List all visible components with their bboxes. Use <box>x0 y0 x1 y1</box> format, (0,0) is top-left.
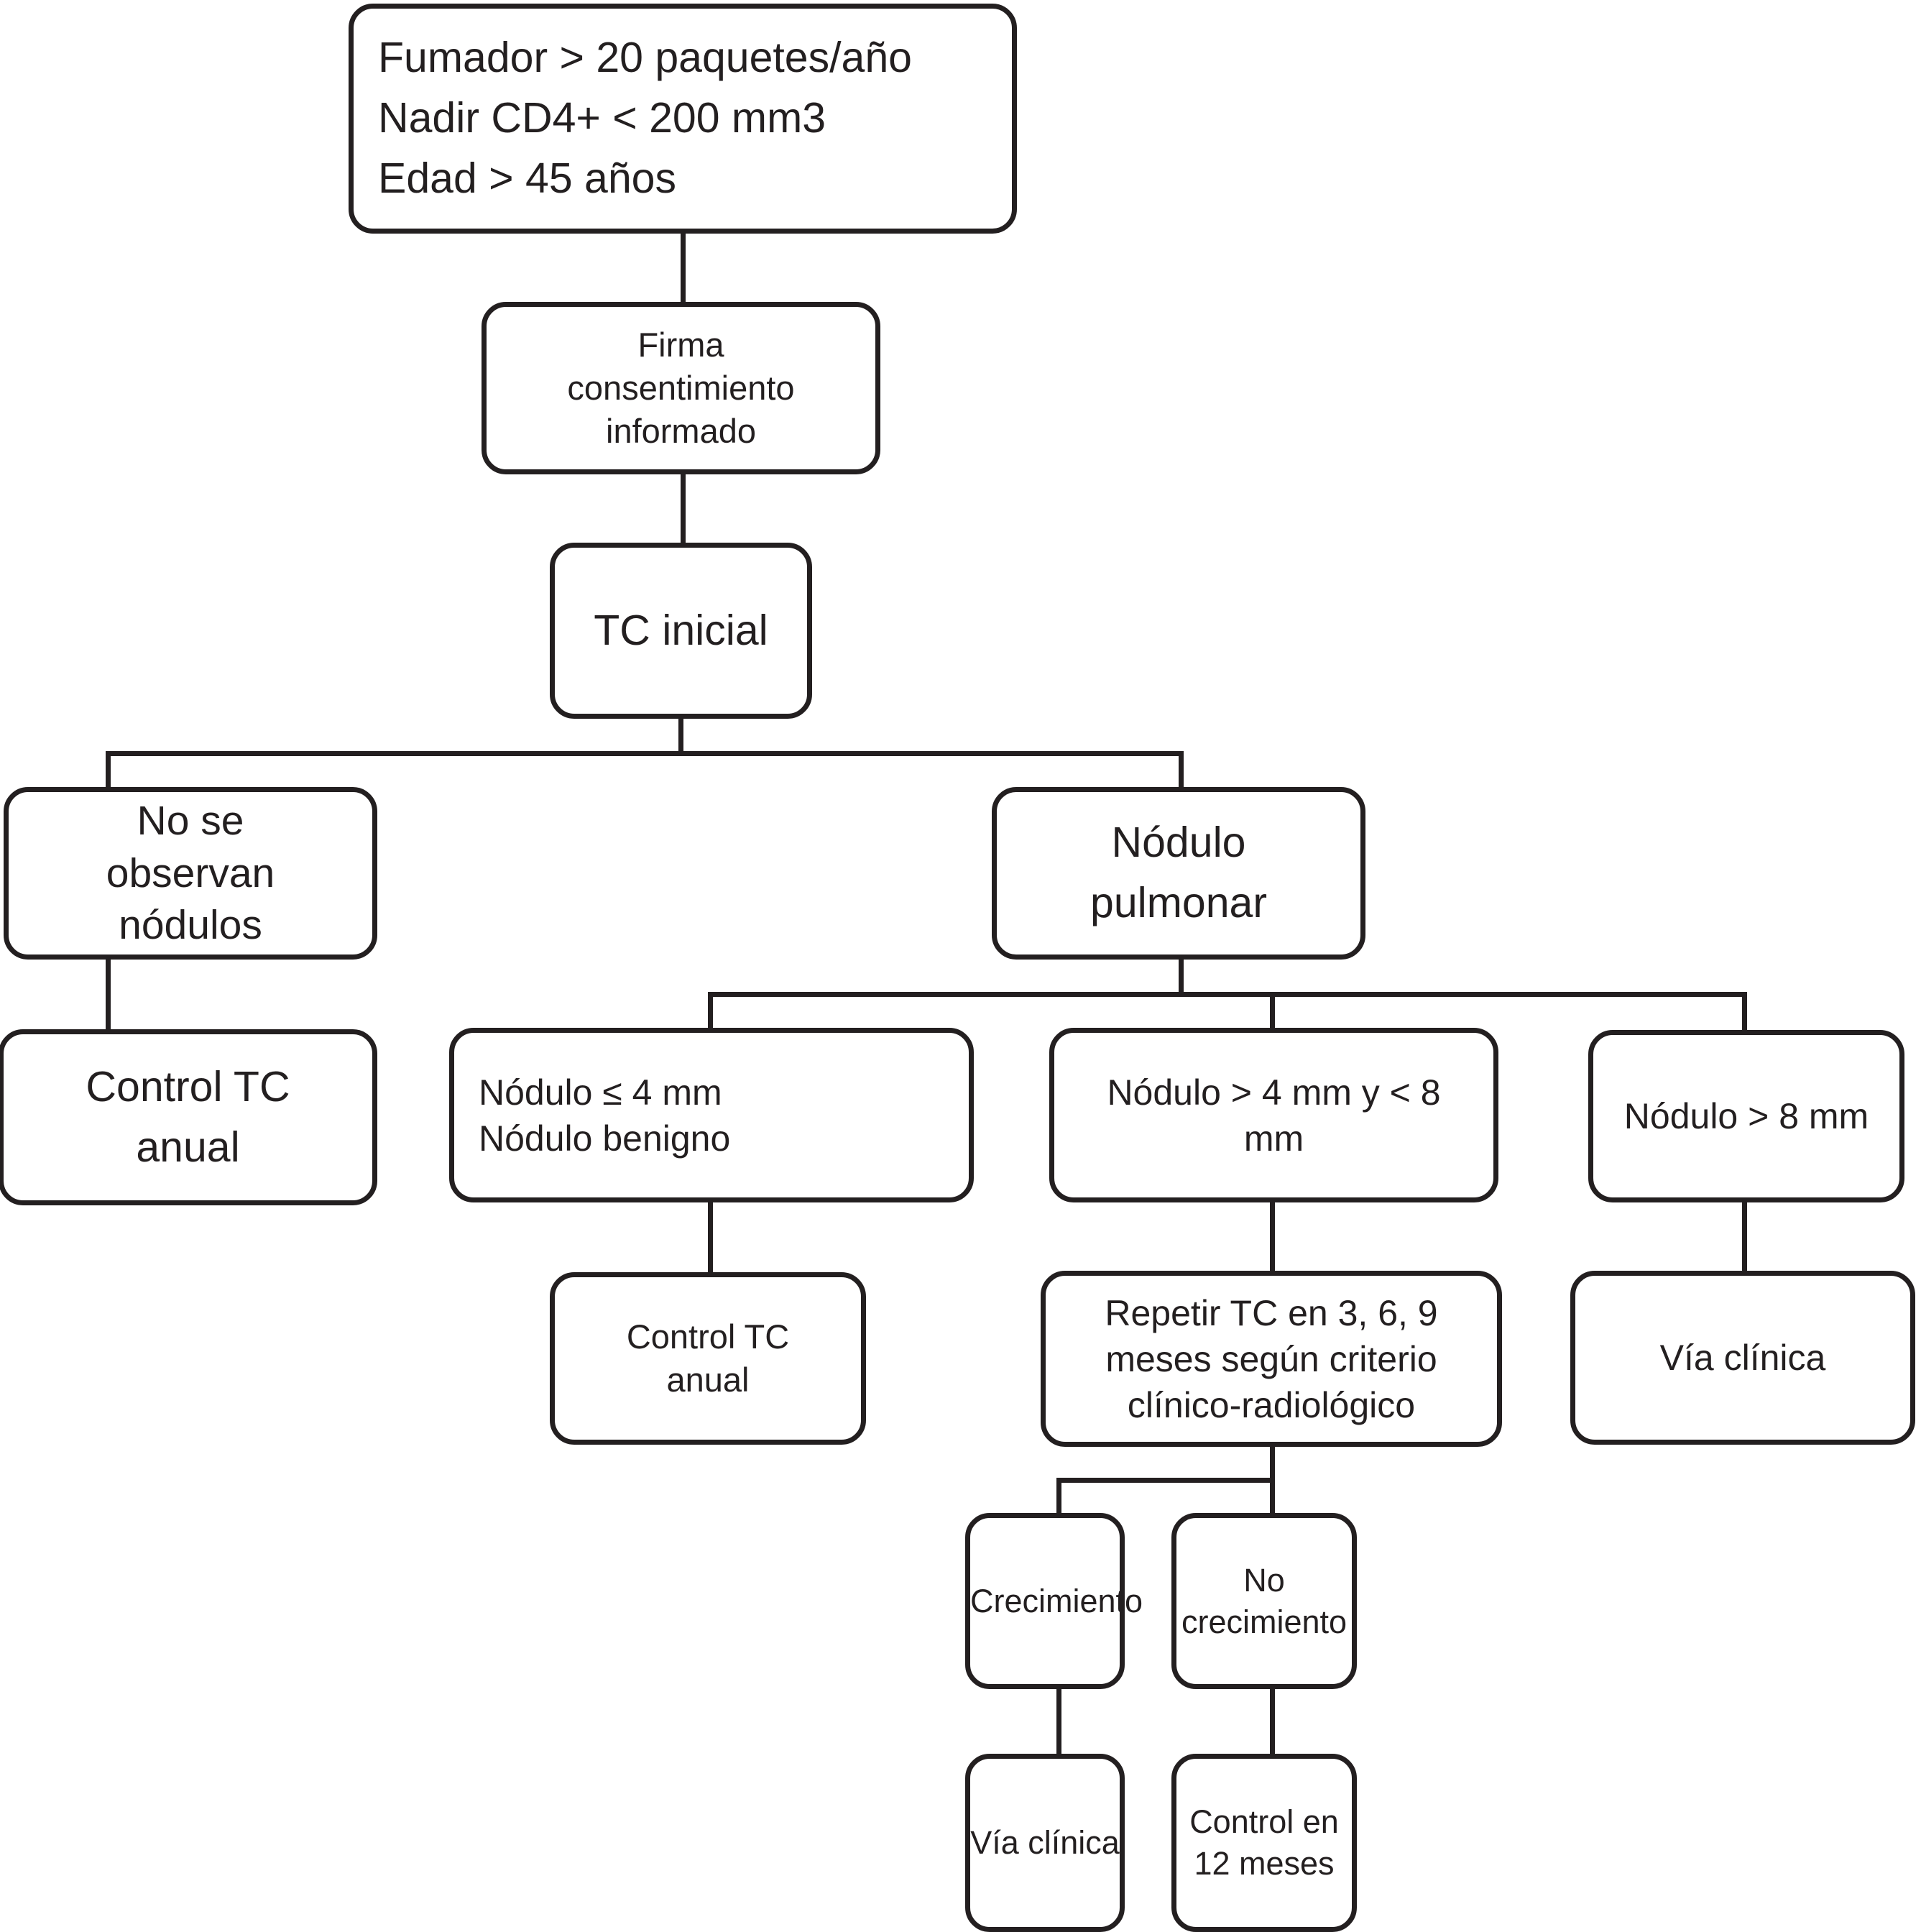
node-criteria[interactable]: Fumador > 20 paquetes/año Nadir CD4+ < 2… <box>349 4 1017 234</box>
node-no-growth-label: No crecimiento <box>1181 1561 1348 1640</box>
node-clinical-path-bottom-label: Vía clínica <box>970 1824 1120 1862</box>
connector-bus-to-growth <box>1056 1478 1061 1516</box>
connector-initial-ct-bus <box>106 751 1184 756</box>
connector-bus-to-nodule-gt8 <box>1742 992 1747 1030</box>
connector-growth-to-clinical-path <box>1056 1689 1061 1757</box>
connector-bus-to-lung-nodule <box>1179 751 1184 791</box>
node-lung-nodule-label: Nódulo pulmonar <box>1090 819 1267 926</box>
node-consent[interactable]: Firma consentimiento informado <box>482 302 880 474</box>
connector-initial-ct-stem <box>678 719 683 753</box>
node-criteria-label: Fumador > 20 paquetes/año Nadir CD4+ < 2… <box>378 34 912 202</box>
connector-repeat-ct-bus <box>1056 1478 1275 1483</box>
node-no-nodules-label: No se observan nódulos <box>106 797 275 949</box>
node-annual-ct-left[interactable]: Control TC anual <box>0 1029 377 1205</box>
node-annual-ct-left-label: Control TC anual <box>86 1062 290 1171</box>
connector-no-nodules-to-annual-ct <box>106 960 111 1031</box>
connector-bus-to-no-growth <box>1270 1478 1275 1516</box>
node-no-nodules[interactable]: No se observan nódulos <box>4 787 377 960</box>
node-control-12m[interactable]: Control en 12 meses <box>1171 1754 1357 1932</box>
connector-nodule-4to8-to-repeat-ct <box>1270 1202 1275 1273</box>
node-repeat-ct[interactable]: Repetir TC en 3, 6, 9 meses según criter… <box>1041 1271 1502 1447</box>
connector-nodule-le4-to-annual-ct <box>708 1202 713 1274</box>
connector-nodule-gt8-to-clinical-path <box>1742 1202 1747 1273</box>
node-clinical-path-right-label: Vía clínica <box>1659 1338 1826 1378</box>
connector-no-growth-to-control-12m <box>1270 1689 1275 1757</box>
node-growth[interactable]: Crecimiento <box>965 1513 1143 1689</box>
node-no-growth[interactable]: No crecimiento <box>1171 1513 1357 1689</box>
node-nodule-le4-label: Nódulo ≤ 4 mm Nódulo benigno <box>479 1072 731 1159</box>
node-initial-ct-label: TC inicial <box>594 606 768 654</box>
node-repeat-ct-label: Repetir TC en 3, 6, 9 meses según criter… <box>1105 1292 1438 1425</box>
node-nodule-gt8[interactable]: Nódulo > 8 mm <box>1588 1030 1904 1202</box>
node-growth-label: Crecimiento <box>970 1582 1143 1619</box>
connector-lung-nodule-stem <box>1179 960 1184 994</box>
node-nodule-4to8-label: Nódulo > 4 mm y < 8 mm <box>1107 1072 1441 1159</box>
connector-lung-nodule-bus <box>708 992 1746 997</box>
connector-repeat-ct-stem <box>1270 1446 1275 1481</box>
node-control-12m-label: Control en 12 meses <box>1189 1803 1339 1882</box>
node-nodule-gt8-label: Nódulo > 8 mm <box>1623 1096 1869 1136</box>
connector-bus-to-no-nodules <box>106 751 111 791</box>
connector-consent-to-initial-ct <box>681 474 686 543</box>
connector-bus-to-nodule-4to8 <box>1270 992 1275 1030</box>
node-nodule-le4[interactable]: Nódulo ≤ 4 mm Nódulo benigno <box>449 1028 974 1202</box>
connector-bus-to-nodule-le4 <box>708 992 713 1030</box>
node-consent-label: Firma consentimiento informado <box>567 325 795 451</box>
node-nodule-4to8[interactable]: Nódulo > 4 mm y < 8 mm <box>1049 1028 1498 1202</box>
node-initial-ct[interactable]: TC inicial <box>550 543 812 719</box>
node-annual-ct-benign[interactable]: Control TC anual <box>550 1272 866 1445</box>
node-clinical-path-right[interactable]: Vía clínica <box>1570 1271 1915 1445</box>
connector-criteria-to-consent <box>681 234 686 302</box>
node-annual-ct-benign-label: Control TC anual <box>626 1317 790 1399</box>
node-clinical-path-bottom[interactable]: Vía clínica <box>965 1754 1125 1932</box>
node-lung-nodule[interactable]: Nódulo pulmonar <box>992 787 1365 960</box>
